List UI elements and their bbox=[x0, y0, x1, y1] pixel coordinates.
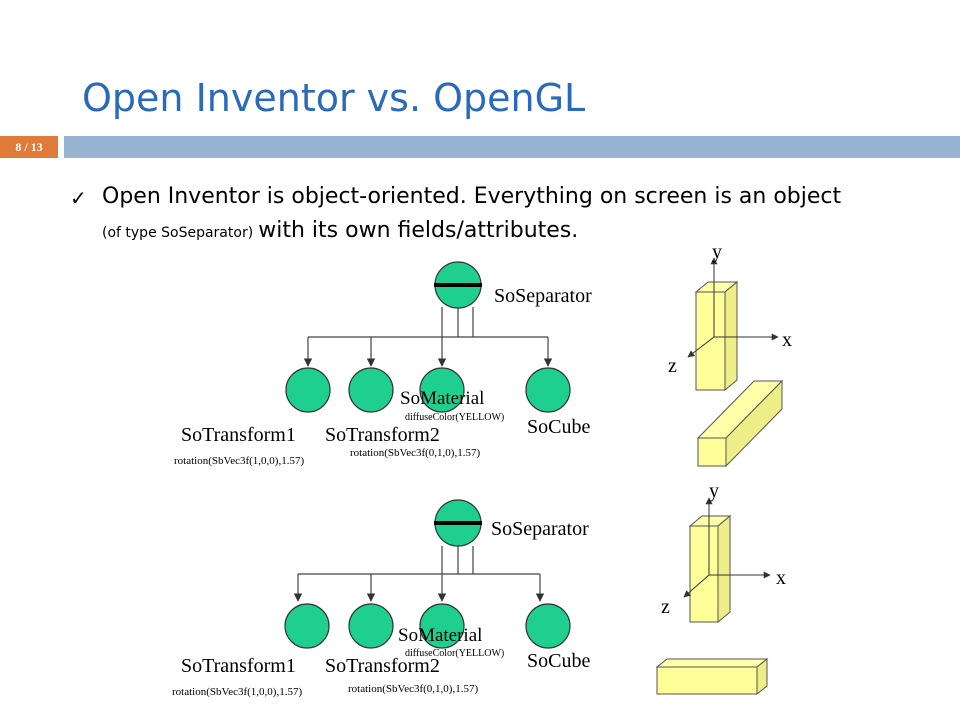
label-transform1-arg: rotation(SbVec3f(1,0,0),1.57) bbox=[172, 686, 302, 698]
child-node-material bbox=[419, 603, 465, 649]
label-transform1-arg: rotation(SbVec3f(1,0,0),1.57) bbox=[174, 455, 304, 467]
checkmark-icon: ✓ bbox=[70, 186, 87, 210]
label-transform1: SoTransform1 bbox=[181, 655, 296, 677]
label-material-arg: diffuseColor(YELLOW) bbox=[405, 412, 504, 423]
bullet-rest: with its own fields/attributes. bbox=[258, 218, 579, 243]
axis-z-label: z bbox=[668, 355, 677, 377]
label-cube: SoCube bbox=[527, 416, 590, 438]
bullet-note: (of type SoSeparator) bbox=[102, 225, 254, 241]
axis-y-label: y bbox=[709, 480, 719, 502]
root-label: SoSeparator bbox=[494, 285, 592, 307]
child-node-material bbox=[419, 367, 465, 413]
title-bar bbox=[64, 136, 960, 158]
slide-number-badge: 8 / 13 bbox=[0, 136, 58, 158]
label-material: SoMaterial bbox=[400, 388, 484, 409]
label-transform1: SoTransform1 bbox=[181, 424, 296, 446]
slide-title: Open Inventor vs. OpenGL bbox=[82, 76, 586, 120]
child-node-transform1 bbox=[284, 603, 330, 649]
label-material-arg: diffuseColor(YELLOW) bbox=[405, 648, 504, 659]
bullet-text-second: (of type SoSeparator) with its own field… bbox=[102, 218, 578, 243]
label-material: SoMaterial bbox=[398, 625, 482, 646]
scene-graph-top: SoSeparator SoMaterial diffuseColor(YELL… bbox=[174, 261, 592, 467]
label-transform2-arg: rotation(SbVec3f(0,1,0),1.57) bbox=[348, 683, 478, 695]
root-label: SoSeparator bbox=[491, 518, 589, 540]
axis-z-label: z bbox=[661, 596, 670, 618]
label-transform2-arg: rotation(SbVec3f(0,1,0),1.57) bbox=[350, 447, 480, 459]
axis-x-label: x bbox=[782, 329, 792, 351]
child-node-cube bbox=[525, 367, 571, 413]
label-transform2: SoTransform2 bbox=[325, 655, 440, 677]
axis-x-label: x bbox=[776, 567, 786, 589]
label-transform2: SoTransform2 bbox=[325, 424, 440, 446]
child-node-transform2 bbox=[348, 603, 394, 649]
axis-y-label: y bbox=[712, 241, 722, 263]
child-node-transform1 bbox=[285, 367, 331, 413]
axes-figure-bottom: y x z bbox=[655, 480, 786, 696]
child-node-transform2 bbox=[348, 367, 394, 413]
child-node-cube bbox=[525, 603, 571, 649]
scene-graph-bottom: SoSeparator SoMaterial diffuseColor(YELL… bbox=[172, 499, 590, 698]
bullet-text-main: Open Inventor is object-oriented. Everyt… bbox=[102, 184, 842, 209]
axes-figure-top: y x z bbox=[668, 241, 792, 468]
label-cube: SoCube bbox=[527, 650, 590, 672]
